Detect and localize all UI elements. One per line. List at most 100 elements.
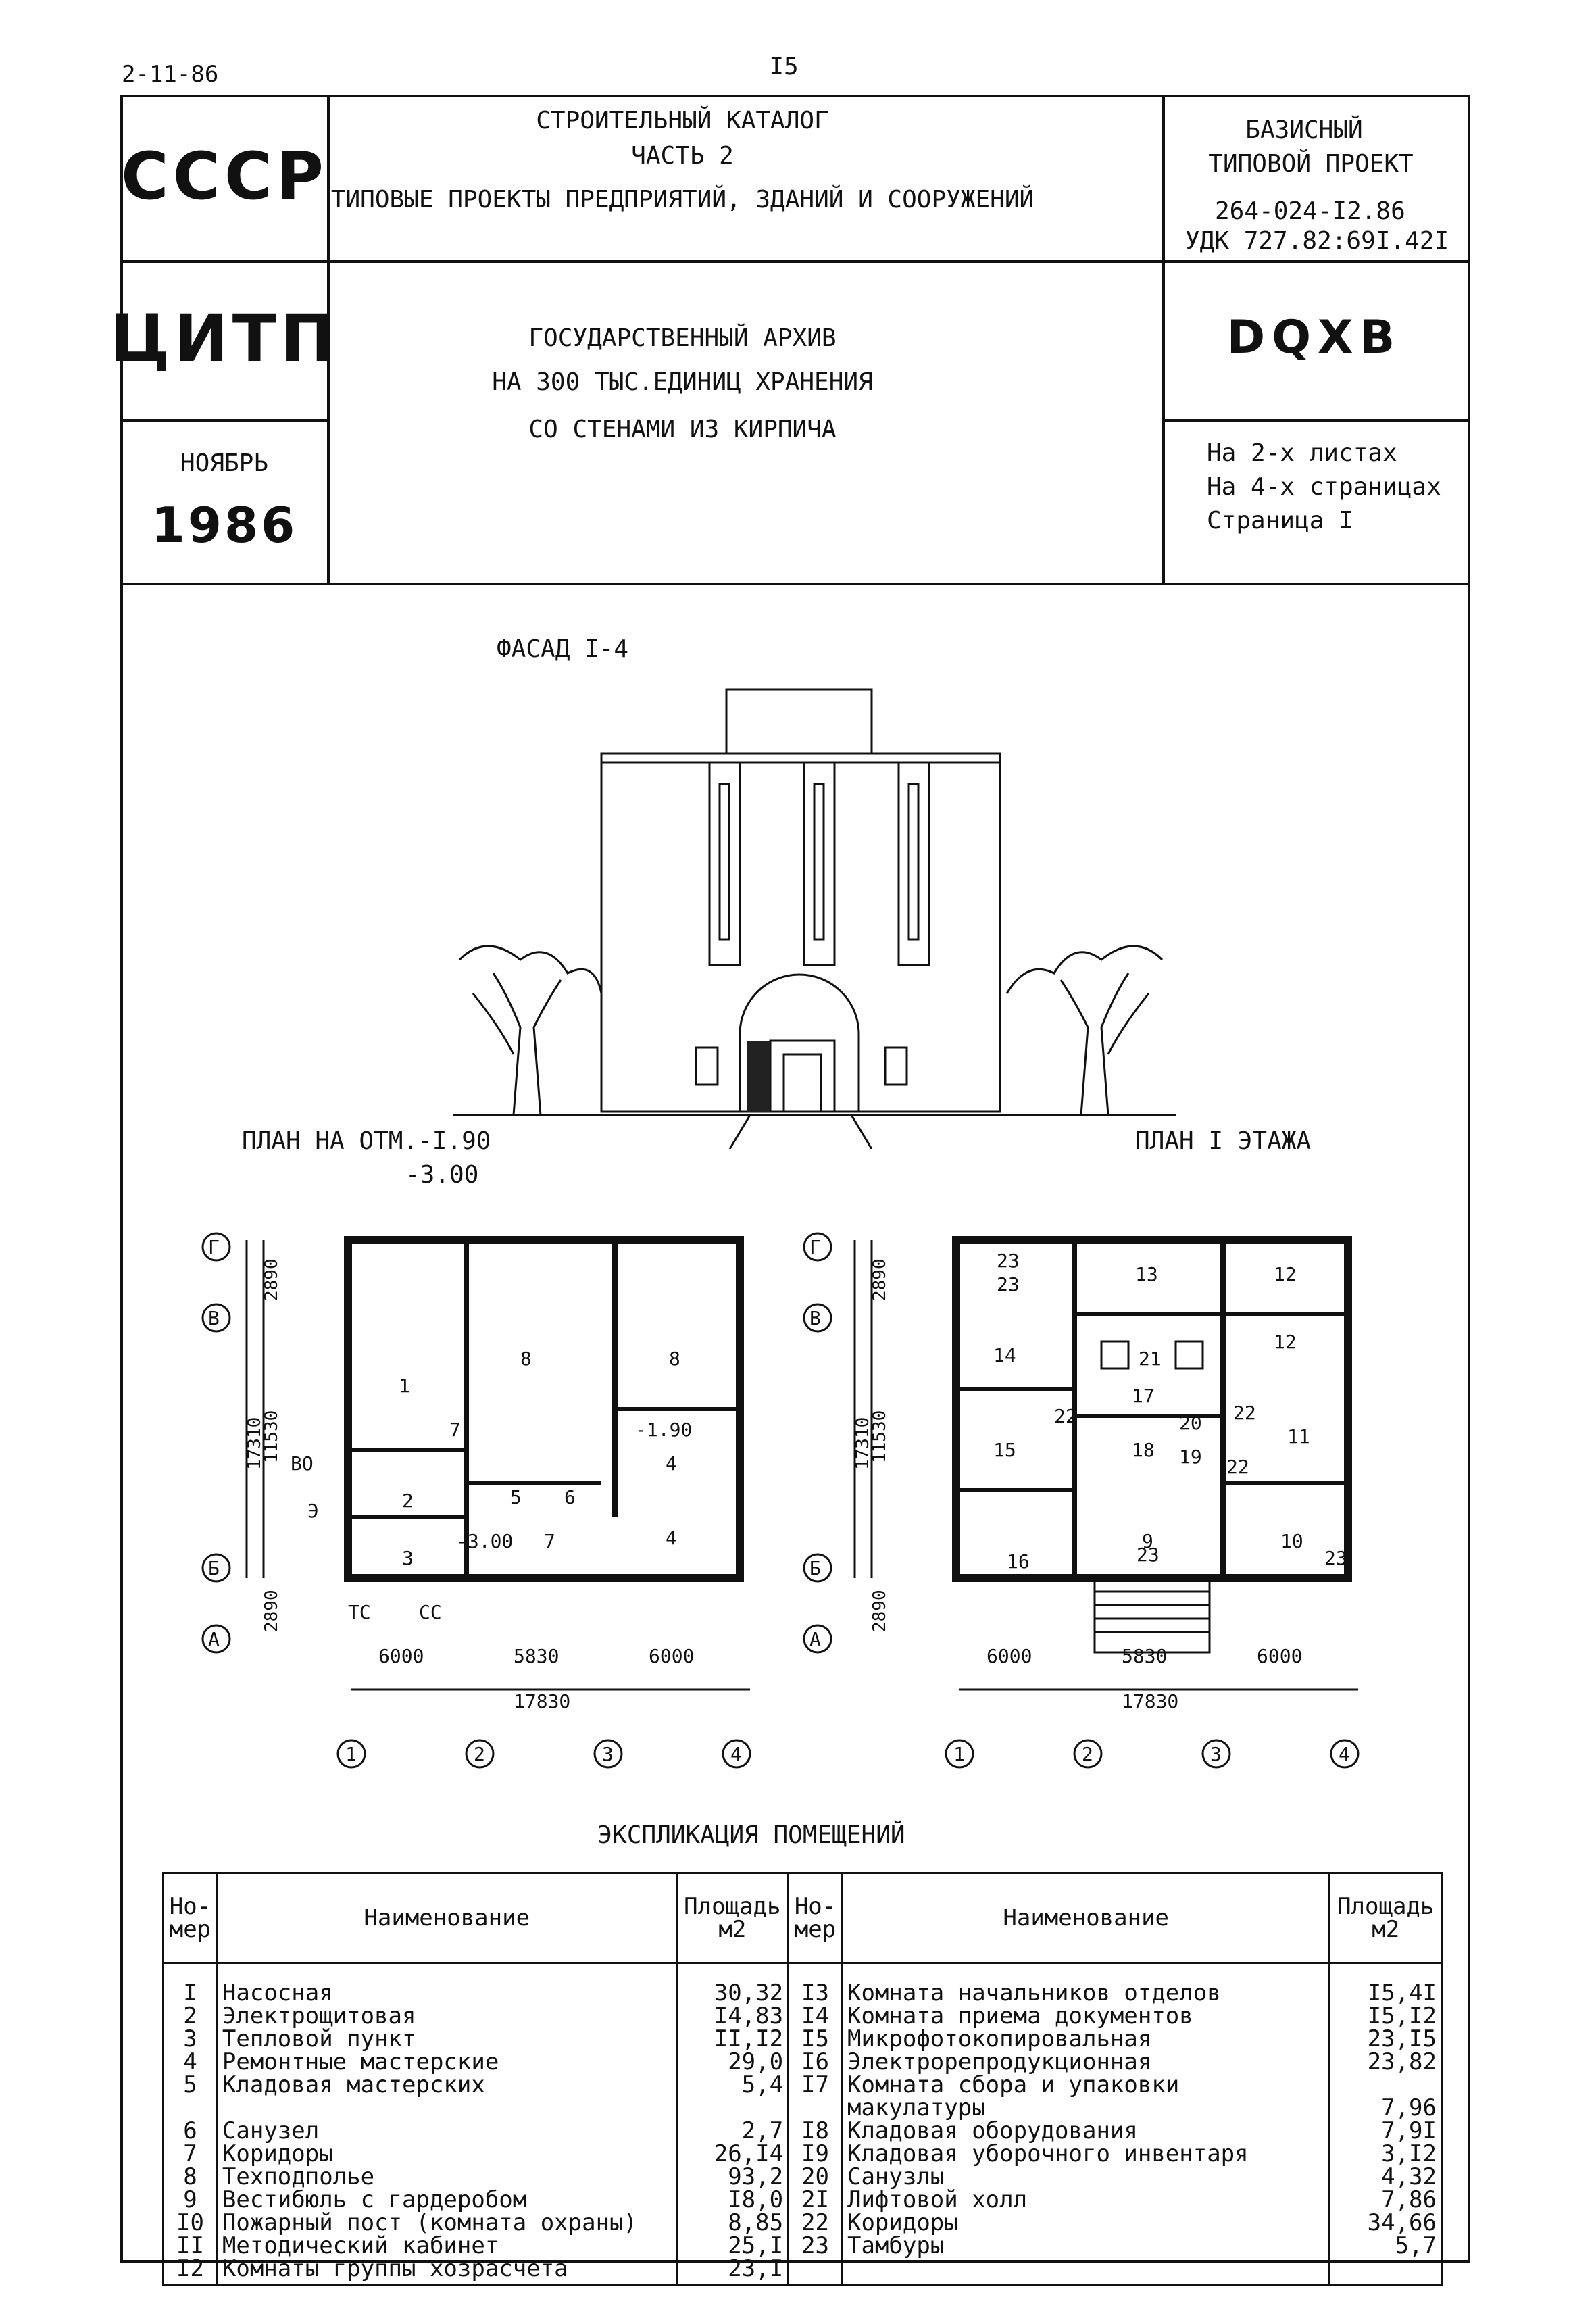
room-area: 8,85: [675, 2211, 790, 2234]
room-number: I2: [162, 2257, 218, 2286]
room-13: 13: [1135, 1263, 1158, 1285]
room-number: 3: [162, 2027, 218, 2050]
room-name: Тепловой пункт: [216, 2027, 678, 2050]
project-kind-line2: ТИПОВОЙ ПРОЕКТ: [1208, 150, 1414, 178]
room-name: Коридоры: [841, 2211, 1331, 2234]
room-area: 93,2: [675, 2165, 790, 2188]
room-area: I8,0: [675, 2188, 790, 2211]
dim-17830-b: 17830: [1122, 1690, 1178, 1713]
catalog-code: DQXB: [1226, 311, 1402, 364]
project-kind-line1: БАЗИСНЫЙ: [1245, 116, 1363, 144]
room-8a: 8: [520, 1348, 532, 1370]
col-area-right: Площадь м2: [1328, 1872, 1443, 1964]
room-name: Лифтовой холл: [841, 2188, 1331, 2211]
axis-4-a: 4: [730, 1743, 742, 1765]
axis-2-b: 2: [1082, 1743, 1093, 1765]
room-number: 23: [787, 2234, 843, 2257]
project-title-line1: ГОСУДАРСТВЕННЫЙ АРХИВ: [528, 324, 837, 352]
room-name: Кладовая оборудования: [841, 2119, 1331, 2142]
dim-6000-b: 6000: [649, 1645, 694, 1667]
room-number: II: [162, 2234, 218, 2257]
axis-b-b: Б: [809, 1557, 821, 1579]
citp-label: ЦИТП: [109, 301, 339, 376]
dim-5830-b: 5830: [1122, 1645, 1167, 1667]
room-23c: 23: [997, 1273, 1020, 1296]
axis-3-a: 3: [602, 1743, 614, 1765]
page-index: Страница I: [1207, 507, 1353, 535]
room-name: Тамбуры: [841, 2234, 1331, 2257]
room-area: 23,I5: [1328, 2027, 1443, 2050]
titleblock-divider-right: [1162, 95, 1165, 585]
room-area: 26,I4: [675, 2142, 790, 2165]
room-name: Санузел: [216, 2119, 678, 2142]
room-number: I3: [787, 1963, 843, 2004]
room-number: I5: [787, 2027, 843, 2050]
room-3: 3: [402, 1547, 414, 1569]
room-number: I6: [787, 2050, 843, 2073]
room-22b: 22: [1226, 1456, 1249, 1478]
month-label: НОЯБРЬ: [180, 449, 269, 477]
axis-v-b: В: [809, 1307, 821, 1329]
dim-17310-a: 17310: [245, 1417, 265, 1470]
room-number: 2I: [787, 2188, 843, 2211]
project-title-line2: НА 300 ТЫС.ЕДИНИЦ ХРАНЕНИЯ: [492, 368, 873, 396]
room-23d: 23: [1324, 1547, 1347, 1569]
sheets-count: На 2-х листах: [1207, 439, 1397, 467]
room-9: 9: [1142, 1530, 1153, 1552]
dim-17310-b: 17310: [853, 1417, 873, 1470]
room-8b: 8: [669, 1348, 680, 1370]
room-5: 5: [510, 1486, 522, 1508]
page-number: I5: [769, 53, 799, 80]
label-ss: СС: [419, 1601, 442, 1623]
titleblock-bottom-rule: [120, 583, 1470, 585]
facade-title: ФАСАД I-4: [497, 635, 629, 663]
room-19: 19: [1179, 1446, 1202, 1468]
room-name: Комната начальников отделов: [841, 1963, 1331, 2004]
room-area: I5,4I: [1328, 1963, 1443, 2004]
catalog-part: ЧАСТЬ 2: [631, 142, 734, 170]
room-number: 22: [787, 2211, 843, 2234]
room-4a: 4: [666, 1452, 677, 1475]
room-number: I: [162, 1963, 218, 2004]
first-floor-plan-title: ПЛАН I ЭТАЖА: [1135, 1127, 1312, 1155]
room-1: 1: [399, 1375, 410, 1397]
room-area: 34,66: [1328, 2211, 1443, 2234]
room-number: 5: [162, 2073, 218, 2119]
label-vo: ВО: [291, 1452, 314, 1475]
room-7a: 7: [449, 1419, 461, 1441]
room-number: I8: [787, 2119, 843, 2142]
explication-title: ЭКСПЛИКАЦИЯ ПОМЕЩЕНИЙ: [597, 1821, 905, 1849]
basement-plan: 1 2 3 4 4 5 6 7 7 8 8 -1.90 -3.00 ВО Э Т…: [201, 1232, 751, 1769]
room-number: 7: [162, 2142, 218, 2165]
dim-2890-bot-a: 2890: [261, 1590, 282, 1632]
room-area: 25,I: [675, 2234, 790, 2257]
col-area-left: Площадь м2: [675, 1872, 790, 1964]
room-number: 6: [162, 2119, 218, 2142]
room-number: 4: [162, 2050, 218, 2073]
room-name: Электрорепродукционная: [841, 2050, 1331, 2073]
room-area: 7,96: [1328, 2073, 1443, 2119]
label-e: Э: [307, 1500, 319, 1522]
room-number: I7: [787, 2073, 843, 2119]
room-number: [787, 2257, 843, 2286]
room-name: Пожарный пост (комната охраны): [216, 2211, 678, 2234]
room-15: 15: [993, 1439, 1016, 1461]
room-name: [841, 2257, 1331, 2286]
room-area: 30,32: [675, 1963, 790, 2004]
room-12a: 12: [1274, 1263, 1297, 1285]
level-minus-1-90: -1.90: [635, 1419, 692, 1441]
first-floor-plan: 9 10 11 12 12 13 14 15 16 17 18 19 20 21…: [803, 1232, 1360, 1769]
titleblock-row-rule-2: [120, 419, 327, 422]
room-10: 10: [1280, 1530, 1303, 1552]
room-number: I0: [162, 2211, 218, 2234]
room-name: Кладовая уборочного инвентаря: [841, 2142, 1331, 2165]
level-minus-3-00: -3.00: [456, 1530, 513, 1552]
room-name: Комната сбора и упаковки макулатуры: [841, 2073, 1331, 2119]
project-number: 264-024-I2.86: [1215, 197, 1405, 225]
room-22a: 22: [1054, 1405, 1077, 1427]
dim-6000-c: 6000: [987, 1645, 1032, 1667]
